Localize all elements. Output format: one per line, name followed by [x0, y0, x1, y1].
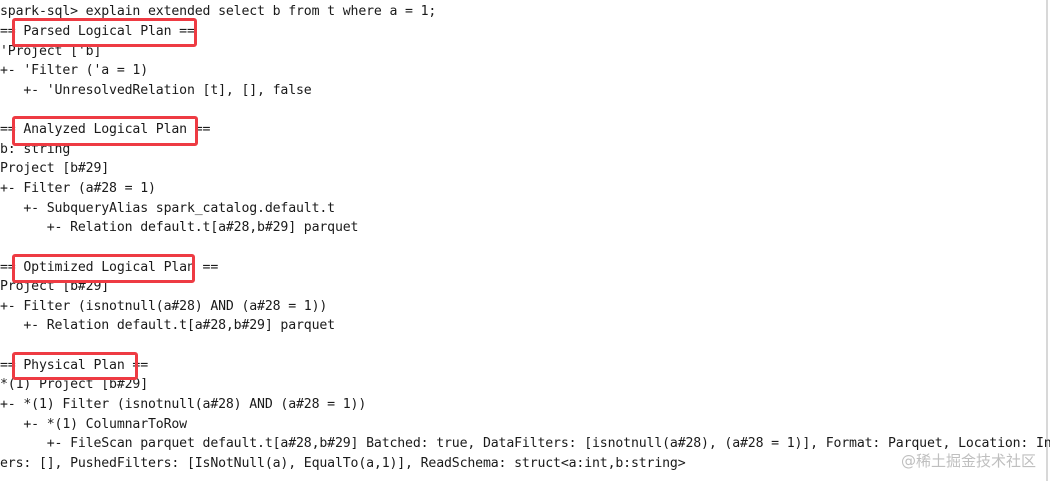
- plan-line: +- Filter (isnotnull(a#28) AND (a#28 = 1…: [0, 299, 328, 314]
- plan-line: *(1) Project [b#29]: [0, 377, 149, 392]
- plan-line: +- *(1) Filter (isnotnull(a#28) AND (a#2…: [0, 397, 367, 412]
- window-edge: [1046, 0, 1048, 481]
- plan-line: +- 'Filter ('a = 1): [0, 63, 149, 78]
- section-header-parsed-logical-plan: == Parsed Logical Plan ==: [0, 24, 195, 39]
- plan-line: +- Relation default.t[a#28,b#29] parquet: [0, 318, 335, 333]
- watermark: @稀土掘金技术社区: [900, 452, 1036, 470]
- plan-line: Project [b#29]: [0, 161, 110, 176]
- plan-line: +- *(1) ColumnarToRow: [0, 417, 187, 432]
- plan-line: +- Filter (a#28 = 1): [0, 181, 156, 196]
- plan-line: b: string: [0, 142, 71, 157]
- plan-line: +- Relation default.t[a#28,b#29] parquet: [0, 220, 359, 235]
- section-header-analyzed-logical-plan: == Analyzed Logical Plan ==: [0, 122, 211, 137]
- section-header-optimized-logical-plan: == Optimized Logical Plan ==: [0, 260, 219, 275]
- section-header-physical-plan: == Physical Plan ==: [0, 358, 149, 373]
- command-prompt-line: spark-sql> explain extended select b fro…: [0, 4, 437, 19]
- plan-line: Project [b#29]: [0, 279, 110, 294]
- plan-line: 'Project ['b]: [0, 44, 102, 59]
- plan-line: +- FileScan parquet default.t[a#28,b#29]…: [0, 436, 1050, 451]
- plan-line: +- SubqueryAlias spark_catalog.default.t: [0, 201, 335, 216]
- plan-line: ers: [], PushedFilters: [IsNotNull(a), E…: [0, 456, 686, 471]
- plan-line: +- 'UnresolvedRelation [t], [], false: [0, 83, 312, 98]
